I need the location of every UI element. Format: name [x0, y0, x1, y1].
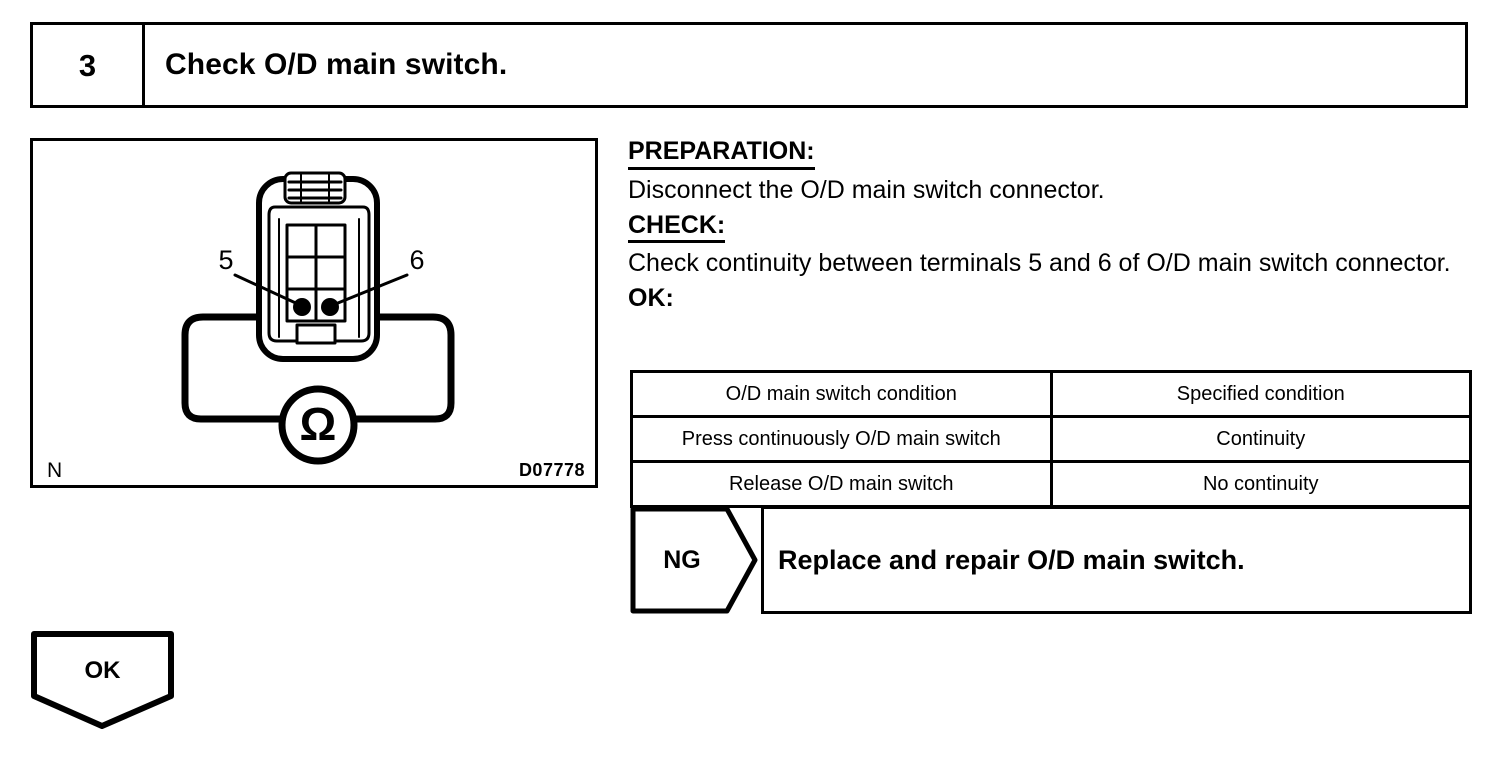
row-2-specified: No continuity [1049, 460, 1472, 508]
terminal-label-5: 5 [218, 245, 233, 275]
ok-arrow-shape [31, 631, 174, 729]
step-title: Check O/D main switch. [165, 48, 508, 81]
ng-action-text: Replace and repair O/D main switch. [778, 544, 1245, 575]
row-1-condition: Press continuously O/D main switch [630, 415, 1053, 463]
check-heading: CHECK: [628, 211, 726, 243]
instructions-column: PREPARATION: Disconnect the O/D main swi… [628, 137, 1478, 315]
ng-badge-label: NG [663, 545, 701, 574]
leader-line-5 [233, 273, 302, 307]
step-title-cell: Check O/D main switch. [145, 25, 1465, 105]
step-header: 3 Check O/D main switch. [30, 22, 1468, 108]
ng-action-box: Replace and repair O/D main switch. [761, 506, 1472, 614]
ng-badge: NG [630, 506, 758, 614]
connector-continuity-diagram: 5 6 Ω [181, 171, 455, 465]
step-number: 3 [78, 47, 97, 83]
ok-badge-label: OK [84, 657, 121, 684]
leader-line-6 [331, 273, 409, 307]
ok-badge: OK [30, 630, 175, 730]
preparation-text: Disconnect the O/D main switch connector… [628, 175, 1105, 204]
column-header-condition: O/D main switch condition [630, 370, 1053, 418]
check-text: Check continuity between terminals 5 and… [628, 249, 1451, 277]
figure-panel: 5 6 Ω N D07778 [30, 138, 598, 488]
preparation-heading: PREPARATION: [628, 137, 815, 170]
row-2-condition: Release O/D main switch [630, 460, 1053, 508]
check-block: CHECK: Check continuity between terminal… [628, 211, 1478, 280]
ng-result-row: NG Replace and repair O/D main switch. [630, 506, 1472, 614]
figure-corner-label: N [47, 459, 63, 482]
table-header-row: O/D main switch condition Specified cond… [630, 370, 1472, 418]
preparation-block: PREPARATION: Disconnect the O/D main swi… [628, 137, 1478, 206]
terminal-label-6: 6 [409, 245, 424, 275]
table-row: Release O/D main switch No continuity [630, 460, 1472, 508]
connector-key-tab [295, 323, 337, 345]
ohm-symbol: Ω [300, 398, 337, 450]
ng-pentagon-outline [630, 506, 758, 614]
terminal-dot-6 [321, 298, 339, 316]
ng-arrow-shape [630, 506, 758, 614]
ohmmeter-circle [278, 385, 358, 465]
circuit-loop [181, 313, 455, 423]
step-number-cell: 3 [33, 25, 145, 105]
row-1-specified: Continuity [1049, 415, 1472, 463]
specification-table: O/D main switch condition Specified cond… [630, 370, 1472, 508]
table-row: Press continuously O/D main switch Conti… [630, 415, 1472, 463]
figure-id: D07778 [518, 460, 585, 480]
ok-pentagon-outline [31, 631, 174, 729]
terminal-dot-5 [293, 298, 311, 316]
ok-heading: OK: [628, 284, 674, 312]
ok-block: OK: [628, 284, 1478, 313]
column-header-specified: Specified condition [1049, 370, 1472, 418]
